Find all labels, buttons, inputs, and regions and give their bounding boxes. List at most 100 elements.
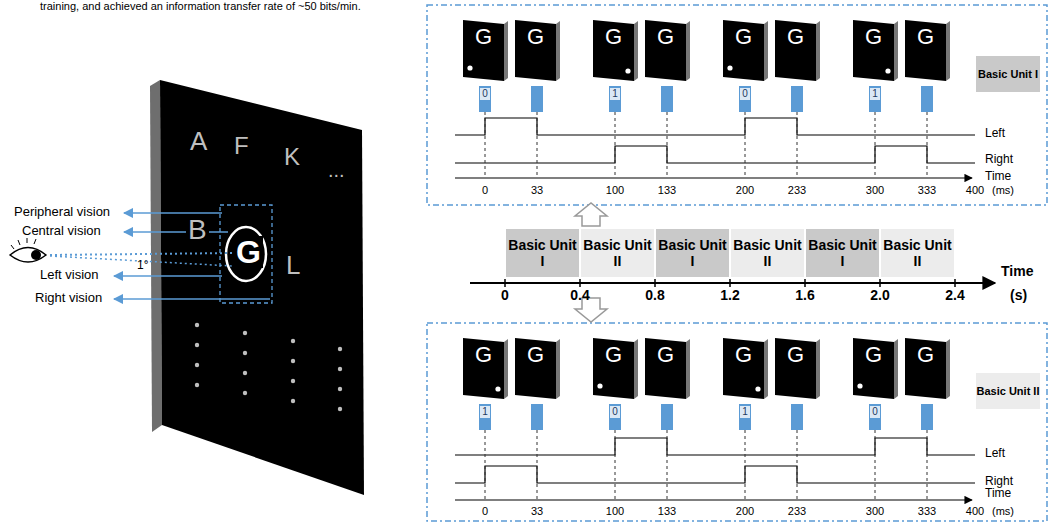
label-text: 100 (606, 505, 624, 517)
unit-box: Basic Unit I (975, 55, 1041, 93)
label-text: 1° (137, 259, 148, 272)
label-text: 233 (788, 505, 806, 517)
drop-line (615, 430, 616, 500)
marker-digit: 1 (610, 88, 620, 100)
right-signal (455, 146, 975, 163)
frame-letter: G (463, 26, 504, 48)
label-text: (s) (1010, 288, 1027, 303)
stimulus-frame: G (773, 20, 821, 82)
label-text: Left (985, 447, 1005, 460)
drop-line (875, 430, 876, 500)
unit-box: Basic Unit I (505, 228, 580, 278)
unit-box: Basic Unit I (805, 228, 880, 278)
label-text: 1.6 (795, 288, 814, 303)
frame-letter: G (593, 344, 634, 366)
label-text: 133 (658, 184, 676, 196)
drop-line (797, 112, 798, 178)
drop-line (667, 430, 668, 500)
marker-tab (791, 404, 803, 430)
label-text: 0 (482, 184, 488, 196)
marker-digit: 1 (480, 406, 490, 418)
label-text: Peripheral vision (14, 205, 110, 219)
marker-digit: 0 (610, 406, 620, 418)
frame-letter: G (645, 344, 686, 366)
stimulus-frame: G (513, 20, 561, 82)
stimulus-frame: G (461, 338, 509, 400)
label-text: 300 (866, 184, 884, 196)
frame-letter: G (515, 26, 556, 48)
frame-letter: G (723, 26, 764, 48)
screen-drawing (0, 0, 400, 523)
marker-digit: 1 (870, 88, 880, 100)
drop-line (615, 112, 616, 178)
left-signal (455, 438, 975, 455)
marker-tab: 0 (869, 404, 881, 430)
stimulus-screen: AFK...BGL (0, 0, 400, 523)
drop-line (537, 430, 538, 500)
frame-letter: G (775, 344, 816, 366)
tick-mark (804, 279, 806, 287)
label-text: 133 (658, 505, 676, 517)
stimulus-frame: G (643, 20, 691, 82)
stimulus-frame: G (461, 20, 509, 82)
tick-mark (654, 279, 656, 287)
label-text: 200 (736, 505, 754, 517)
label-text: 2.0 (870, 288, 889, 303)
frame-letter: G (463, 344, 504, 366)
tick-mark (729, 279, 731, 287)
marker-tab (791, 86, 803, 112)
stimulus-frame: G (721, 338, 769, 400)
right-signal (455, 466, 975, 483)
label-text: Time (985, 487, 1011, 500)
label-text: 333 (918, 184, 936, 196)
unit-label: Basic Unit I (656, 237, 729, 269)
drop-line (485, 112, 486, 178)
stimulus-frame: G (851, 20, 899, 82)
screen-letter: L (284, 252, 302, 278)
label-text: 33 (531, 184, 543, 196)
screen-letter: B (186, 216, 209, 244)
screen-letter: F (232, 134, 251, 158)
drop-line (797, 430, 798, 500)
drop-line (927, 112, 928, 178)
label-text: (ms) (992, 184, 1014, 196)
label-text: Central vision (22, 224, 101, 238)
stimulus-frame: G (513, 338, 561, 400)
drop-line (745, 430, 746, 500)
marker-tab (921, 404, 933, 430)
label-text: Time (985, 170, 1011, 183)
marker-tab: 1 (739, 404, 751, 430)
label-text: Right vision (35, 291, 102, 305)
label-text: 2.4 (945, 288, 964, 303)
frame-letter: G (905, 344, 946, 366)
label-text: 333 (918, 505, 936, 517)
stimulus-frame: G (721, 20, 769, 82)
unit-box: Basic Unit II (730, 228, 805, 278)
stimulus-frame: G (903, 20, 951, 82)
screen-letter: K (282, 145, 302, 169)
hollow-arrow (575, 203, 607, 226)
label-text: 0.8 (645, 288, 664, 303)
label-text: Left vision (40, 268, 99, 282)
label-text: 100 (606, 184, 624, 196)
frame-letter: G (593, 26, 634, 48)
stimulus-frame: G (591, 20, 639, 82)
label-text: 200 (736, 184, 754, 196)
frame-letter: G (853, 344, 894, 366)
marker-digit: 1 (740, 406, 750, 418)
unit-box: Basic Unit II (580, 228, 655, 278)
time-axis (455, 499, 972, 500)
label-text: 0 (482, 505, 488, 517)
frame-letter: G (853, 26, 894, 48)
frame-letter: G (775, 26, 816, 48)
label-text: Right (985, 153, 1013, 166)
marker-digit: 0 (480, 88, 490, 100)
marker-tab: 0 (739, 86, 751, 112)
label-text: 33 (531, 505, 543, 517)
drop-line (667, 112, 668, 178)
left-signal (455, 118, 975, 135)
drop-line (927, 430, 928, 500)
screen-letter: ... (326, 160, 347, 180)
time-axis (455, 177, 972, 178)
